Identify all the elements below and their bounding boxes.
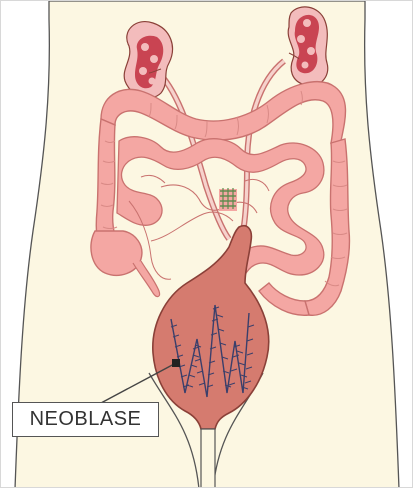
right-kidney [288,7,328,86]
urethra [201,429,215,488]
neoblase-label: NEOBLASE [12,402,159,437]
bowel-anastomosis [219,188,237,211]
label-anchor-marker [172,359,180,367]
cecum [91,231,142,275]
